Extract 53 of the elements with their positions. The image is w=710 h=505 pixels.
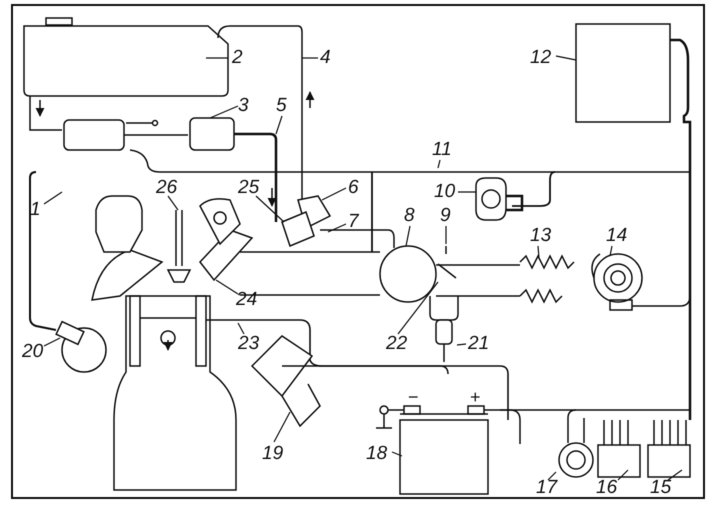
callout-number: 7 bbox=[348, 212, 359, 232]
callout-number: 25 bbox=[238, 178, 260, 198]
leader-line bbox=[458, 191, 476, 193]
leader-line bbox=[556, 55, 576, 61]
callout-number: 1 bbox=[30, 200, 41, 220]
leader-line bbox=[216, 280, 238, 294]
leader-line bbox=[168, 196, 178, 210]
callout-number: 22 bbox=[386, 334, 408, 354]
leader-line bbox=[609, 246, 613, 256]
leader-line bbox=[328, 223, 346, 233]
callout-number: 10 bbox=[434, 182, 456, 202]
leader-line bbox=[398, 282, 438, 334]
callout-number: 8 bbox=[404, 206, 415, 226]
polarity-sign: + bbox=[470, 388, 481, 406]
callout-number: 23 bbox=[238, 334, 260, 354]
callout-number: 21 bbox=[468, 334, 490, 354]
leader-line bbox=[302, 57, 318, 59]
callout-number: 9 bbox=[440, 206, 451, 226]
leader-line bbox=[237, 322, 245, 334]
leader-line bbox=[405, 226, 411, 246]
leader-line bbox=[256, 196, 284, 222]
leader-line bbox=[548, 472, 556, 480]
callout-number: 11 bbox=[432, 140, 452, 160]
callout-number: 5 bbox=[276, 96, 287, 116]
callout-number: 16 bbox=[596, 478, 618, 498]
leader-line bbox=[273, 412, 291, 442]
callout-number: 19 bbox=[262, 444, 284, 464]
callout-number: 6 bbox=[348, 178, 359, 198]
polarity-sign: − bbox=[408, 388, 419, 406]
leader-line bbox=[392, 451, 402, 457]
callout-number: 3 bbox=[238, 96, 249, 116]
leader-line bbox=[437, 160, 441, 168]
callout-number: 18 bbox=[366, 444, 388, 464]
leader-line bbox=[322, 187, 346, 201]
leader-line bbox=[537, 246, 540, 258]
leader-line bbox=[206, 57, 228, 59]
leader-line bbox=[275, 116, 283, 134]
leader-line bbox=[445, 226, 447, 244]
leader-line bbox=[618, 470, 628, 480]
callout-number: 14 bbox=[606, 226, 628, 246]
callout-number: 26 bbox=[156, 178, 178, 198]
callout-number: 4 bbox=[320, 48, 331, 68]
callout-number: 15 bbox=[650, 478, 672, 498]
leader-line bbox=[668, 470, 682, 480]
callout-number: 12 bbox=[530, 48, 552, 68]
leader-line bbox=[210, 105, 238, 119]
leader-line bbox=[44, 192, 62, 204]
leader-line bbox=[456, 343, 466, 346]
callout-number: 13 bbox=[530, 226, 552, 246]
callout-number: 20 bbox=[22, 342, 44, 362]
callout-number: 2 bbox=[232, 48, 243, 68]
leader-line bbox=[44, 337, 60, 347]
callout-number: 17 bbox=[536, 478, 558, 498]
